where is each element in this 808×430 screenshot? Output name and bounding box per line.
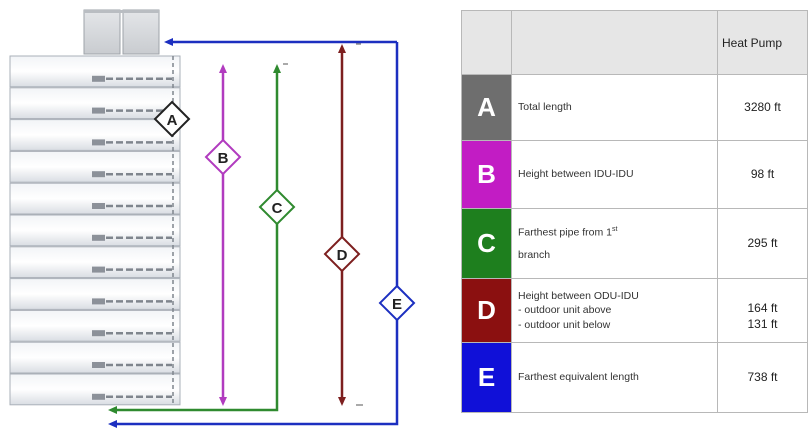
indoor-unit xyxy=(92,393,105,400)
row-letter-c: C xyxy=(461,208,512,279)
table-row: D Height between ODU-IDU - outdoor unit … xyxy=(461,278,808,343)
table-header-row: Heat Pump xyxy=(461,10,808,75)
building-floors xyxy=(9,55,181,406)
building-floor xyxy=(9,87,181,120)
pipe-lines xyxy=(108,38,399,428)
indoor-unit xyxy=(92,203,105,209)
row-description: Total length xyxy=(511,74,718,141)
outdoor-unit xyxy=(83,9,121,55)
diamond-markers: A B C D E xyxy=(153,100,416,322)
row-description: Farthest equivalent length xyxy=(511,342,718,413)
indoor-unit xyxy=(92,75,105,82)
row-letter-d: D xyxy=(461,278,512,343)
marker-e: E xyxy=(378,284,416,322)
indoor-unit xyxy=(92,266,105,273)
indoor-unit xyxy=(92,107,105,114)
svg-text:E: E xyxy=(392,296,402,313)
indoor-unit xyxy=(92,298,105,305)
marker-a: A xyxy=(153,100,191,138)
svg-text:C: C xyxy=(272,200,283,217)
outdoor-unit-group xyxy=(83,9,160,55)
marker-c: C xyxy=(258,188,296,226)
outdoor-unit xyxy=(122,9,160,55)
pipe-c-green xyxy=(114,70,279,412)
header-blank-cell xyxy=(461,10,512,75)
piping-diagram: A B C D E xyxy=(9,9,416,428)
pipe-e-blue xyxy=(114,40,399,426)
table-row: A Total length 3280 ft xyxy=(461,74,808,141)
row-value: 164 ft 131 ft xyxy=(717,278,808,343)
marker-b: B xyxy=(204,138,242,176)
row-letter-e: E xyxy=(461,342,512,413)
table-row: B Height between IDU-IDU 98 ft xyxy=(461,140,808,209)
specs-table: Heat Pump A Total length 3280 ft B Heigh… xyxy=(461,10,808,413)
row-value: 738 ft xyxy=(717,342,808,413)
building-floor xyxy=(9,182,181,215)
building-floor xyxy=(9,341,181,374)
indoor-unit xyxy=(92,234,105,241)
building-floor xyxy=(9,373,181,406)
indoor-unit xyxy=(92,139,105,146)
building-floor xyxy=(9,214,181,247)
indoor-unit xyxy=(92,330,105,337)
indoor-unit xyxy=(92,362,105,368)
building-floor xyxy=(9,278,181,310)
row-letter-b: B xyxy=(461,140,512,209)
svg-text:B: B xyxy=(218,150,229,167)
table-row: E Farthest equivalent length 738 ft xyxy=(461,342,808,413)
row-value: 295 ft xyxy=(717,208,808,279)
row-letter-a: A xyxy=(461,74,512,141)
table-row: C Farthest pipe from 1st branch 295 ft xyxy=(461,208,808,279)
header-blank-cell xyxy=(511,10,718,75)
svg-text:D: D xyxy=(337,247,348,264)
building-floor xyxy=(9,150,181,183)
row-description: Height between IDU-IDU xyxy=(511,140,718,209)
indoor-unit xyxy=(92,171,105,178)
building-floor xyxy=(9,309,181,342)
building-floor xyxy=(9,55,181,88)
svg-text:A: A xyxy=(167,112,178,129)
row-description: Height between ODU-IDU - outdoor unit ab… xyxy=(511,278,718,343)
row-description: Farthest pipe from 1st branch xyxy=(511,208,718,279)
header-heat-pump: Heat Pump xyxy=(717,10,808,75)
building-floor xyxy=(9,119,181,151)
marker-d: D xyxy=(323,235,361,273)
building-floor xyxy=(9,246,181,279)
row-value: 98 ft xyxy=(717,140,808,209)
row-value: 3280 ft xyxy=(717,74,808,141)
